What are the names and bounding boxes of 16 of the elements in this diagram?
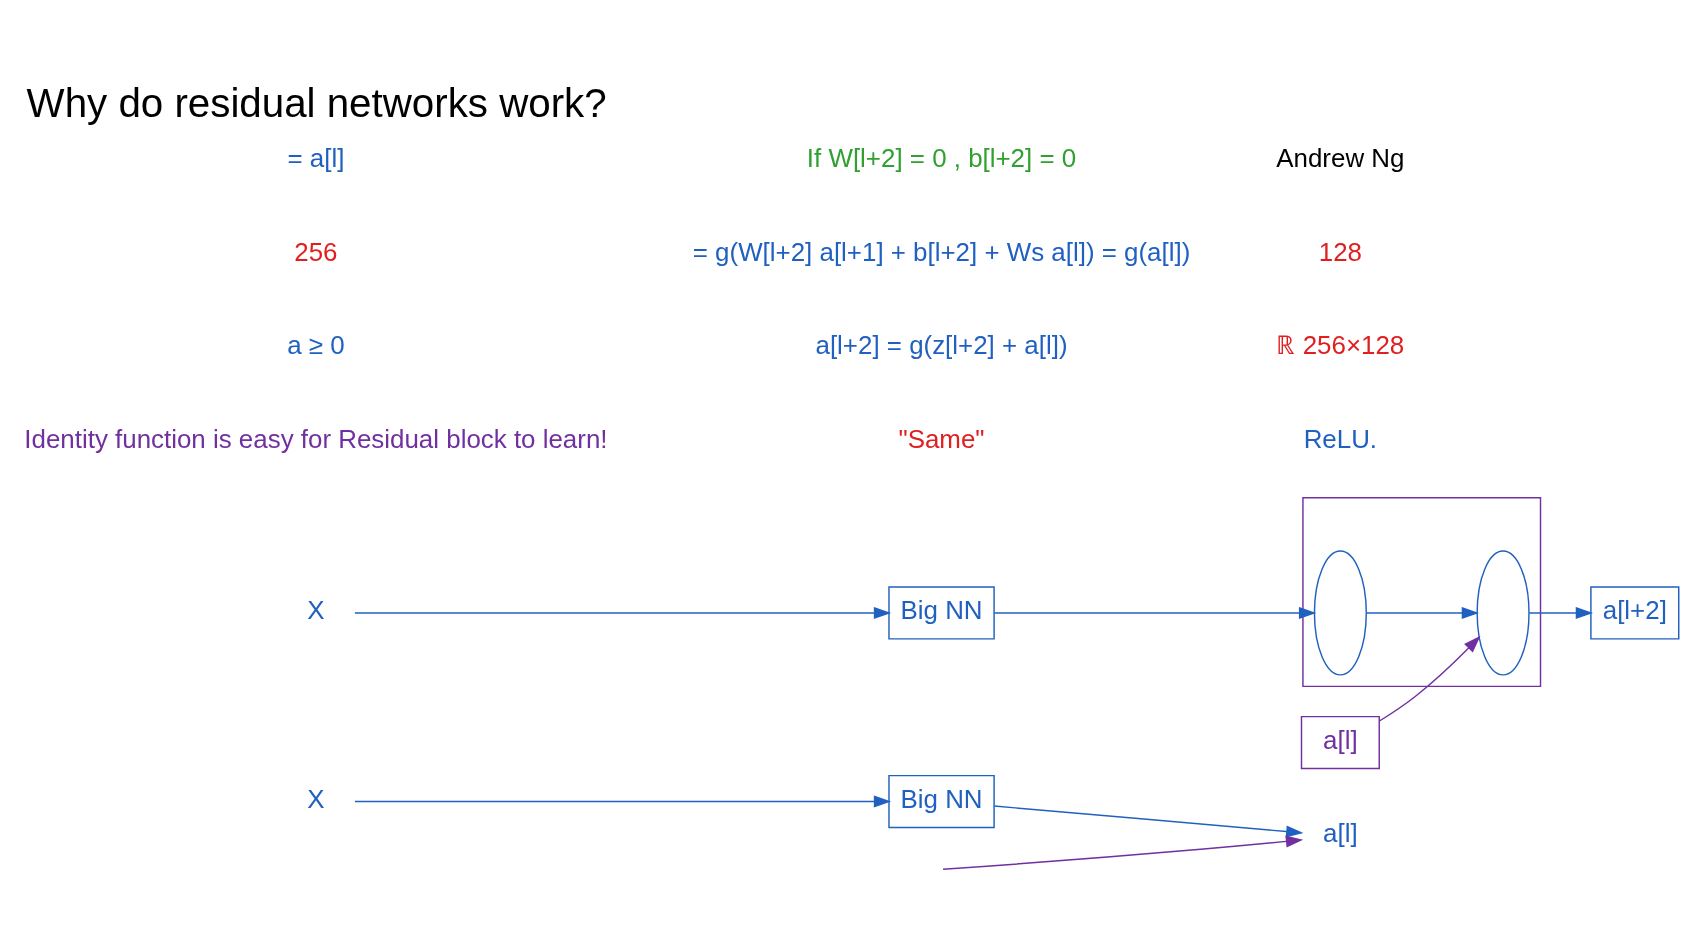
label: a ≥ 0 (287, 331, 345, 360)
label: = g(W[l+2] a[l+1] + b[l+2] + Ws a[l]) = g(a[l]) (692, 237, 1191, 266)
node-text: a[l] (1323, 819, 1358, 848)
label: Identity function is easy for Residual block to learn! (24, 424, 608, 453)
diagram-title: Why do residual networks work? (26, 80, 607, 126)
label: Andrew Ng (1276, 144, 1405, 173)
label: ReLU. (1303, 424, 1378, 453)
node-text: X (307, 784, 325, 813)
label: "Same" (898, 424, 985, 453)
label: 256 (294, 237, 338, 266)
label: If W[l+2] = 0 , b[l+2] = 0 (806, 144, 1077, 173)
label: ℝ 256×128 (1276, 331, 1405, 360)
label: 128 (1318, 237, 1362, 266)
label: = a[l] (287, 144, 345, 173)
node-text: X (307, 596, 325, 625)
label: a[l+2] = g(z[l+2] + a[l]) (815, 331, 1068, 360)
